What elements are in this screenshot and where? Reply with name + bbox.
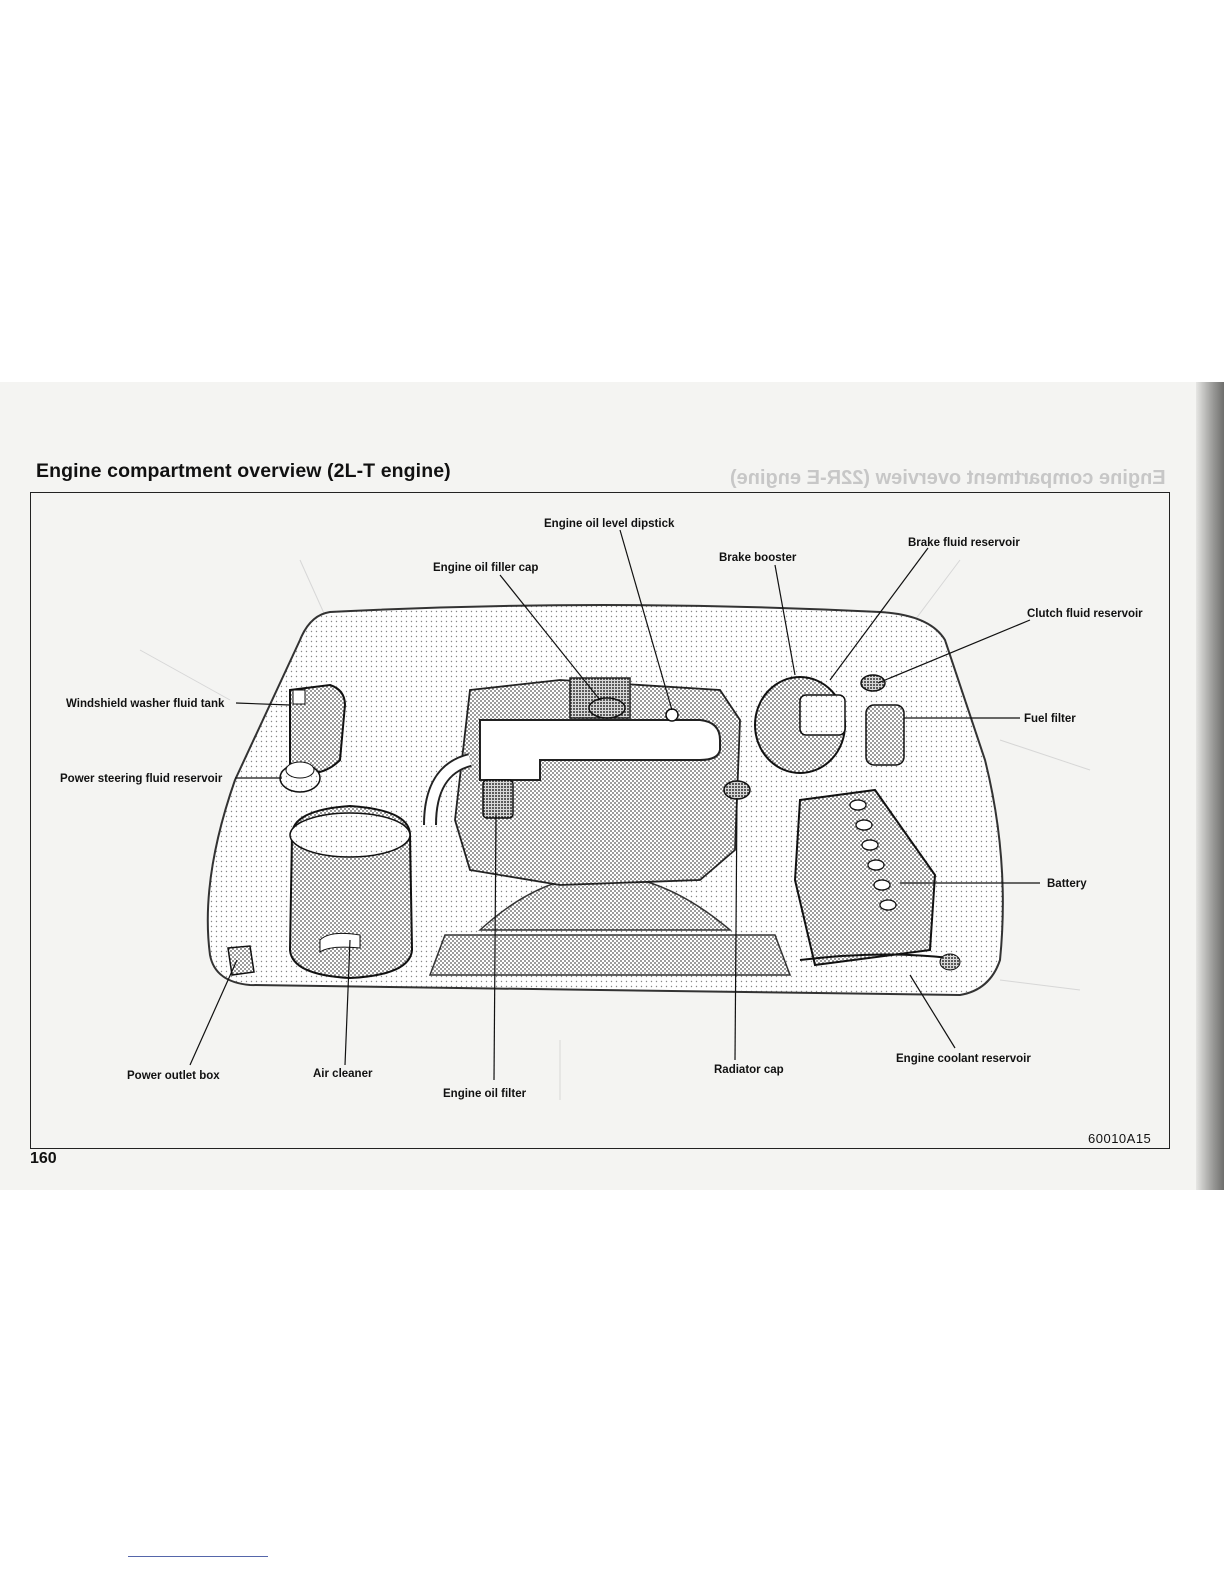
power-outlet-box-shape xyxy=(227,945,255,976)
label-power-outlet-box: Power outlet box xyxy=(127,1070,220,1082)
figure-frame xyxy=(30,492,1170,1149)
label-radiator-cap: Radiator cap xyxy=(714,1064,784,1076)
label-brake-fluid-reservoir: Brake fluid reservoir xyxy=(908,537,1020,549)
label-brake-booster: Brake booster xyxy=(719,552,797,564)
oil-filler-cap xyxy=(588,697,626,719)
page-number: 160 xyxy=(30,1150,57,1167)
grille-area xyxy=(428,934,792,976)
label-engine-oil-filler-cap: Engine oil filler cap xyxy=(433,562,538,574)
brake-master-cylinder xyxy=(799,694,846,736)
page-title: Engine compartment overview (2L-T engine… xyxy=(36,460,451,482)
battery-shape xyxy=(793,788,937,967)
label-engine-oil-filter: Engine oil filter xyxy=(443,1088,527,1100)
intake-pipe xyxy=(479,719,721,781)
radiator-cap-shape xyxy=(723,780,751,800)
book-spine-shadow xyxy=(1196,382,1224,1190)
label-engine-coolant-reservoir: Engine coolant reservoir xyxy=(896,1053,1031,1065)
label-power-steering-fluid-reservoir: Power steering fluid reservoir xyxy=(60,773,223,785)
footer-underline xyxy=(128,1556,268,1557)
label-air-cleaner: Air cleaner xyxy=(313,1068,373,1080)
label-fuel-filter: Fuel filter xyxy=(1024,713,1076,725)
coolant-hose xyxy=(799,953,951,961)
clutch-reservoir-shape xyxy=(860,674,886,692)
label-engine-oil-level-dipstick: Engine oil level dipstick xyxy=(544,518,675,530)
oil-filter xyxy=(482,779,514,819)
label-clutch-fluid-reservoir: Clutch fluid reservoir xyxy=(1027,608,1143,620)
label-windshield-washer-fluid-tank: Windshield washer fluid tank xyxy=(66,698,225,710)
fuel-filter-shape xyxy=(865,704,905,766)
figure-code: 60010A15 xyxy=(1088,1131,1152,1146)
leader-lines xyxy=(189,529,1040,1081)
label-battery: Battery xyxy=(1047,878,1087,890)
dipstick-handle xyxy=(665,708,679,722)
